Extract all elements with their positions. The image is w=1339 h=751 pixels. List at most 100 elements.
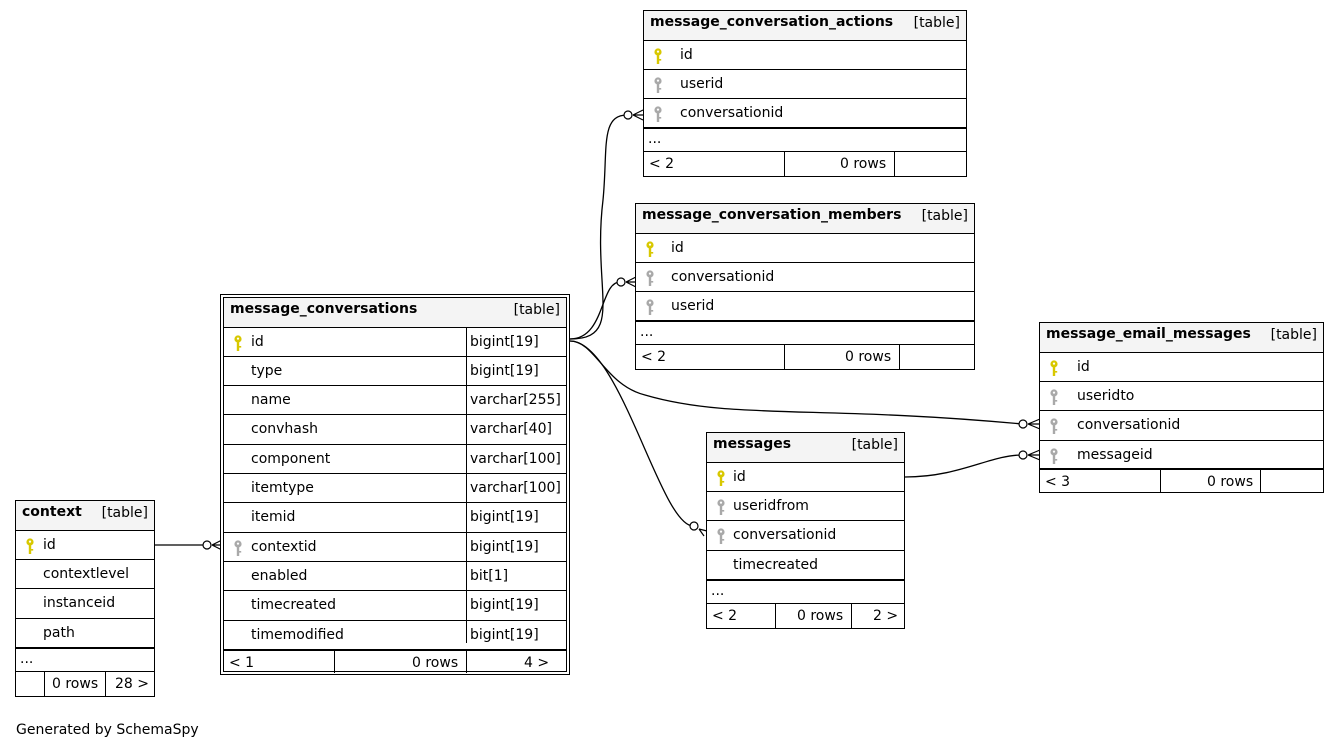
table-message-email-messages[interactable]: message_email_messages [table] id userid… (1039, 322, 1324, 493)
table-context[interactable]: context [table] id contextlevel instance… (15, 500, 155, 697)
column-name: itemid (251, 509, 296, 525)
column-row[interactable]: itemid bigint[19] (224, 503, 566, 533)
foreign-key-icon (716, 499, 726, 516)
table-name: context (22, 504, 82, 520)
column-type: bit[1] (470, 568, 509, 584)
table-header[interactable]: messages [table] (707, 433, 904, 463)
column-row[interactable]: component varchar[100] (224, 445, 566, 474)
column-row[interactable]: conversationid (1040, 411, 1323, 441)
table-kind: [table] (101, 505, 148, 521)
crowfoot-actions (632, 109, 644, 121)
table-header[interactable]: message_conversations [table] (224, 298, 566, 328)
table-kind: [table] (921, 208, 968, 224)
table-message-conversations[interactable]: message_conversations [table] id bigint[… (220, 294, 570, 675)
column-row[interactable]: convhash varchar[40] (224, 415, 566, 445)
column-row[interactable]: enabled bit[1] (224, 562, 566, 591)
column-row[interactable]: useridfrom (707, 492, 904, 521)
ellipsis: ... (20, 651, 34, 667)
ellipsis: ... (711, 583, 725, 599)
link-end-messages (689, 521, 699, 531)
foreign-key-icon (1049, 389, 1059, 406)
column-name: name (251, 392, 291, 408)
column-row[interactable]: id (707, 463, 904, 492)
parents-link[interactable]: < 2 (712, 608, 738, 624)
column-name: userid (680, 76, 724, 92)
column-row[interactable]: itemtype varchar[100] (224, 474, 566, 503)
column-name: conversationid (733, 527, 837, 543)
ellipsis: ... (640, 324, 654, 340)
column-row[interactable]: messageid (1040, 441, 1323, 470)
table-name: messages (713, 436, 792, 452)
column-row[interactable]: timecreated (707, 551, 904, 581)
row-count: 0 rows (840, 156, 887, 172)
primary-key-icon (25, 538, 35, 555)
table-footer: < 2 0 rows (636, 345, 974, 369)
column-row[interactable]: id (636, 234, 974, 263)
row-count: 0 rows (845, 349, 892, 365)
column-row[interactable]: useridto (1040, 382, 1323, 411)
parents-link[interactable]: < 1 (229, 655, 255, 671)
table-header[interactable]: context [table] (16, 501, 154, 531)
table-header[interactable]: message_conversation_actions [table] (644, 11, 966, 41)
crowfoot-email-message (1027, 449, 1041, 461)
children-link[interactable]: 28 > (115, 676, 149, 692)
column-name: id (733, 469, 746, 485)
column-row[interactable]: userid (644, 70, 966, 99)
column-row[interactable]: id bigint[19] (224, 328, 566, 357)
foreign-key-icon (645, 270, 655, 287)
column-name: id (671, 240, 684, 256)
more-columns: ... (16, 649, 154, 672)
link-end-email-conversation (1018, 419, 1028, 429)
column-row[interactable]: timecreated bigint[19] (224, 591, 566, 621)
column-type: varchar[40] (470, 421, 552, 437)
table-name: message_email_messages (1046, 326, 1251, 342)
foreign-key-icon (1049, 448, 1059, 465)
column-row[interactable]: path (16, 619, 154, 649)
column-name: contextid (251, 539, 317, 555)
column-row[interactable]: contextlevel (16, 560, 154, 589)
column-name: conversationid (1077, 417, 1181, 433)
column-row[interactable]: id (1040, 353, 1323, 382)
column-type: varchar[255] (470, 392, 561, 408)
column-type: bigint[19] (470, 509, 539, 525)
children-link[interactable]: 2 > (873, 608, 899, 624)
column-type: varchar[100] (470, 451, 561, 467)
column-row[interactable]: contextid bigint[19] (224, 533, 566, 562)
foreign-key-icon (645, 299, 655, 316)
column-name: contextlevel (43, 566, 130, 582)
column-row[interactable]: id (16, 531, 154, 560)
parents-link[interactable]: < 2 (649, 156, 675, 172)
generated-by-text: Generated by SchemaSpy (16, 722, 199, 738)
column-row[interactable]: userid (636, 292, 974, 322)
column-row[interactable]: name varchar[255] (224, 386, 566, 415)
column-row[interactable]: conversationid (644, 99, 966, 129)
parents-link[interactable]: < 3 (1045, 474, 1071, 490)
primary-key-icon (1049, 360, 1059, 377)
table-messages[interactable]: messages [table] id useridfrom conversat… (706, 432, 905, 629)
column-row[interactable]: instanceid (16, 589, 154, 619)
table-message-conversation-members[interactable]: message_conversation_members [table] id … (635, 203, 975, 370)
link-end-context (202, 540, 212, 550)
column-row[interactable]: id (644, 41, 966, 70)
table-name: message_conversation_members (642, 207, 902, 223)
link-messages-to-email (904, 454, 1023, 478)
column-row[interactable]: conversationid (707, 521, 904, 551)
children-link[interactable]: 4 > (524, 655, 550, 671)
primary-key-icon (653, 48, 663, 65)
link-end-actions (623, 110, 633, 120)
column-name: path (43, 625, 75, 641)
parents-link[interactable]: < 2 (641, 349, 667, 365)
column-row[interactable]: conversationid (636, 263, 974, 292)
table-header[interactable]: message_conversation_members [table] (636, 204, 974, 234)
primary-key-icon (645, 241, 655, 258)
column-name: timecreated (733, 557, 818, 573)
column-name: id (251, 334, 264, 350)
column-row[interactable]: type bigint[19] (224, 357, 566, 386)
table-header[interactable]: message_email_messages [table] (1040, 323, 1323, 353)
table-message-conversation-actions[interactable]: message_conversation_actions [table] id … (643, 10, 967, 177)
column-row[interactable]: timemodified bigint[19] (224, 621, 566, 651)
link-end-email-message (1018, 450, 1028, 460)
table-footer: < 2 0 rows (644, 152, 966, 176)
column-type: bigint[19] (470, 334, 539, 350)
column-name: id (680, 47, 693, 63)
